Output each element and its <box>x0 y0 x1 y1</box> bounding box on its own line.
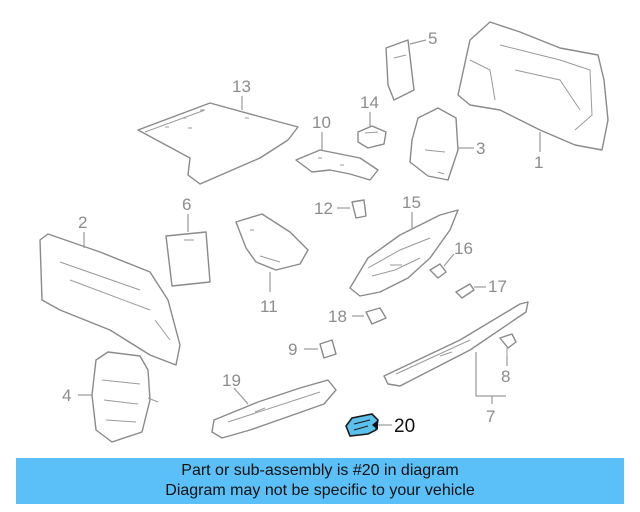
part-3-trim[interactable] <box>409 107 459 181</box>
callout-12: 12 <box>314 199 333 218</box>
part-9-clip[interactable] <box>319 339 337 359</box>
callout-6: 6 <box>182 195 191 214</box>
leader-7 <box>475 352 506 404</box>
callout-14: 14 <box>360 93 379 112</box>
part-1-quarter-trim[interactable] <box>457 21 609 151</box>
callout-19: 19 <box>222 371 241 390</box>
part-14-clip[interactable] <box>357 125 387 149</box>
caption-line-1: Part or sub-assembly is #20 in diagram <box>181 462 459 479</box>
callout-7: 7 <box>486 407 495 426</box>
part-16-clip[interactable] <box>429 263 447 279</box>
part-18-clip[interactable] <box>365 307 387 325</box>
callout-11: 11 <box>260 297 278 316</box>
callout-10: 10 <box>312 113 331 132</box>
part-2-side-panel[interactable] <box>39 233 181 366</box>
callout-4: 4 <box>62 386 71 405</box>
part-17-clip[interactable] <box>455 283 475 299</box>
part-8-push-pin[interactable] <box>499 333 517 356</box>
caption-banner: Part or sub-assembly is #20 in diagram D… <box>16 458 624 504</box>
callout-2: 2 <box>78 213 87 232</box>
leader-16 <box>443 253 455 267</box>
leader-19 <box>233 387 249 405</box>
callout-18: 18 <box>328 307 347 326</box>
parts-diagram: 1 5 13 14 3 10 12 15 <box>39 21 609 443</box>
part-4-storage-bin[interactable] <box>91 351 159 443</box>
part-10-bracket[interactable] <box>295 149 379 181</box>
part-12-clip[interactable] <box>351 199 367 219</box>
callout-5: 5 <box>428 29 437 48</box>
callout-16: 16 <box>454 239 473 258</box>
leader-20-arrowhead <box>372 420 378 430</box>
callout-15: 15 <box>402 193 421 212</box>
callout-20: 20 <box>394 416 415 437</box>
part-11-bracket[interactable] <box>235 213 309 271</box>
part-19-trim[interactable] <box>211 379 337 439</box>
callout-8: 8 <box>501 367 510 386</box>
part-6-panel[interactable] <box>165 231 211 287</box>
part-13-load-floor[interactable] <box>137 102 299 185</box>
callout-1: 1 <box>534 153 543 172</box>
part-15-trim-panel[interactable] <box>349 209 459 297</box>
callout-13: 13 <box>232 77 251 96</box>
callout-17: 17 <box>488 277 507 296</box>
caption-line-2: Diagram may not be specific to your vehi… <box>165 482 475 499</box>
part-7-sill-plate[interactable] <box>383 301 529 387</box>
callout-3: 3 <box>476 139 485 158</box>
callout-9: 9 <box>288 340 297 359</box>
part-5-cover[interactable] <box>385 39 415 101</box>
leader-5 <box>409 39 427 45</box>
